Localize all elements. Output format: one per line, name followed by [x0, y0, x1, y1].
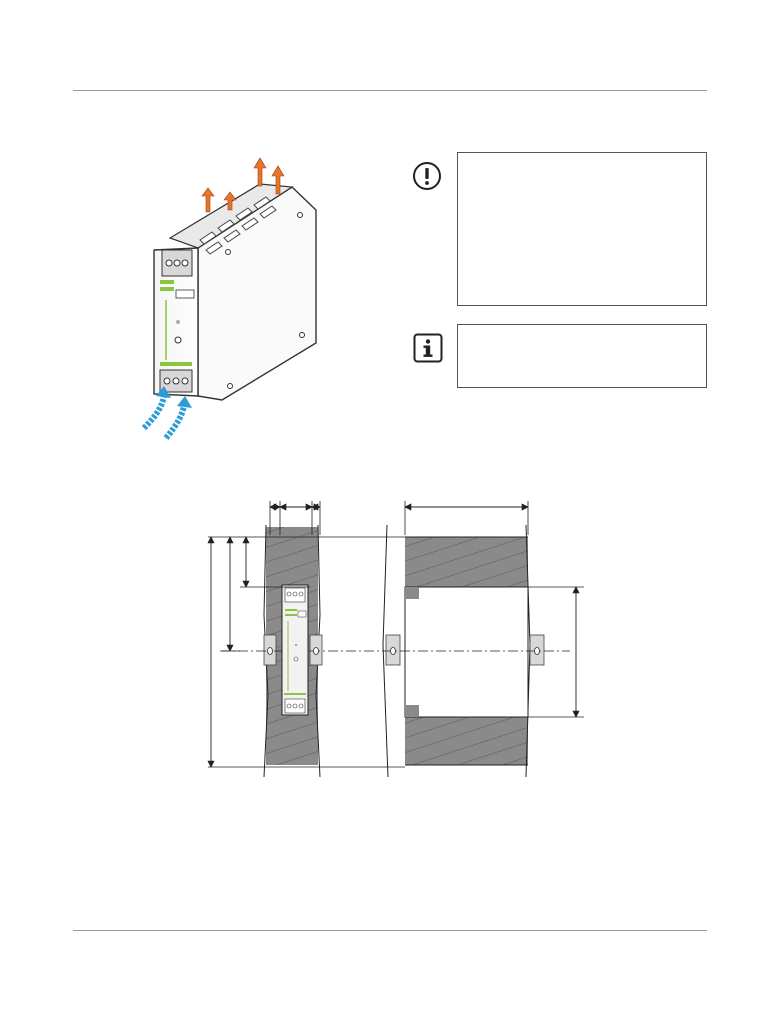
convection-cooling-illustration [141, 157, 317, 440]
mounting-dimension-drawing [207, 501, 584, 778]
header-rule [73, 90, 707, 91]
exclamation-circle-icon [412, 161, 442, 191]
footer-rule [73, 930, 707, 931]
caution-callout-box [457, 152, 707, 306]
information-callout-box [457, 324, 707, 388]
info-icon [413, 333, 443, 363]
